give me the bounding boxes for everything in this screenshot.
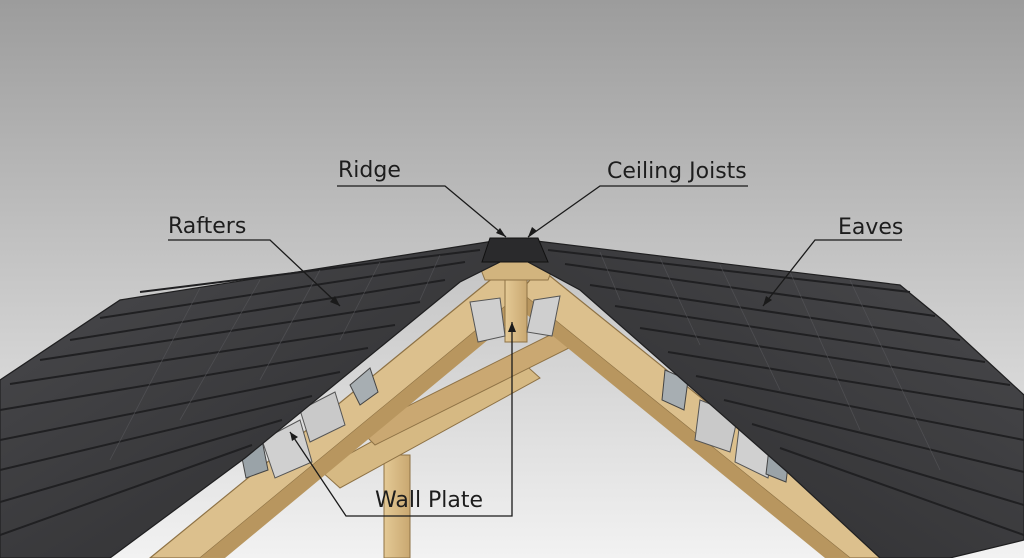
leader-wall-plate-a [289, 431, 487, 517]
leader-ridge [337, 185, 507, 238]
leader-eaves [762, 239, 902, 307]
leader-ceiling-joists [527, 185, 748, 238]
ridge-cap [481, 237, 549, 263]
label-ceiling-joists: Ceiling Joists [607, 159, 747, 184]
label-eaves: Eaves [838, 215, 904, 240]
leader-wall-plate-b [487, 322, 513, 517]
roof-right [527, 239, 1024, 558]
label-rafters: Rafters [168, 214, 247, 239]
leader-arrowheads [290, 227, 772, 441]
label-ridge: Ridge [338, 158, 401, 183]
label-wall-plate: Wall Plate [375, 488, 484, 513]
leader-lines [168, 185, 902, 517]
leader-rafters [168, 239, 341, 307]
roof-left [0, 239, 501, 558]
